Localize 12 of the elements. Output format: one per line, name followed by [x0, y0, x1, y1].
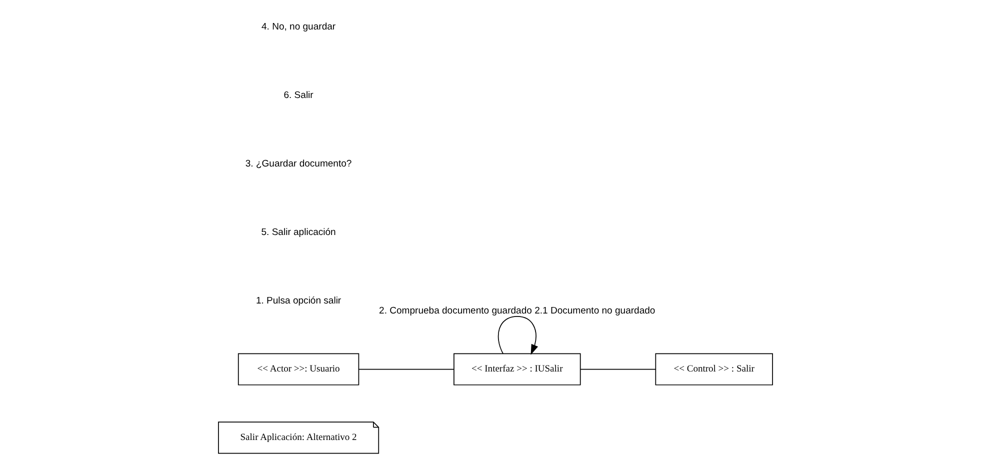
arrow: [497, 316, 538, 355]
node-box: << Actor >>: Usuario: [237, 353, 359, 386]
node-box: << Control >> : Salir: [654, 353, 772, 386]
label: 5. Salir aplicación: [260, 226, 336, 238]
connector: [580, 368, 656, 370]
label: 4. No, no guardar: [261, 22, 336, 33]
edge-label: 2. Comprueba documento guardado 2.1 Documento no guardado: [378, 306, 655, 317]
label: 3. ¿Guardar documento?: [244, 158, 352, 170]
label: 1. Pulsa opción salir: [255, 295, 341, 306]
node-box: << Interfaz >> : IUSalir: [453, 353, 580, 386]
label: 6. Salir: [283, 90, 313, 102]
connector: [358, 368, 454, 370]
